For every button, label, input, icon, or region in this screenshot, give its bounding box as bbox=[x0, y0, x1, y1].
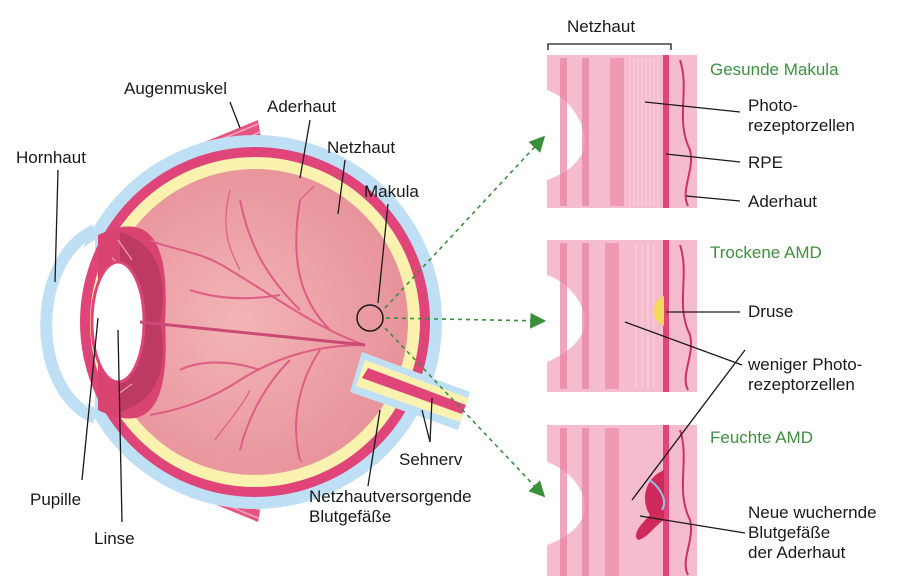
label-blutgefaesse: Netzhautversorgende Blutgefäße bbox=[309, 487, 472, 527]
label-new-vessels-line2: Blutgefäße bbox=[748, 523, 877, 543]
label-aderhaut: Aderhaut bbox=[267, 97, 336, 117]
label-fewer-photoreceptors: weniger Photo- rezeptorzellen bbox=[748, 355, 862, 395]
label-hornhaut: Hornhaut bbox=[16, 148, 86, 168]
panel-dry bbox=[547, 240, 697, 392]
label-new-vessels-line1: Neue wuchernde bbox=[748, 503, 877, 523]
label-panel-header: Netzhaut bbox=[567, 17, 635, 37]
label-makula: Makula bbox=[364, 182, 419, 202]
lens bbox=[92, 262, 144, 382]
label-blutgefaesse-line1: Netzhautversorgende bbox=[309, 487, 472, 507]
retina-bracket bbox=[548, 44, 671, 50]
label-new-vessels-line3: der Aderhaut bbox=[748, 543, 877, 563]
panel-title-healthy: Gesunde Makula bbox=[710, 60, 839, 80]
label-rpe: RPE bbox=[748, 153, 783, 173]
label-blutgefaesse-line2: Blutgefäße bbox=[309, 507, 472, 527]
panel-title-dry: Trockene AMD bbox=[710, 243, 822, 263]
label-aderhaut-panel: Aderhaut bbox=[748, 192, 817, 212]
label-pupille: Pupille bbox=[30, 490, 81, 510]
label-fewer-line2: rezeptorzellen bbox=[748, 375, 862, 395]
panel-wet bbox=[547, 425, 697, 576]
label-new-vessels: Neue wuchernde Blutgefäße der Aderhaut bbox=[748, 503, 877, 563]
label-druse: Druse bbox=[748, 302, 793, 322]
label-linse: Linse bbox=[94, 529, 135, 549]
label-photoreceptors-line1: Photo- bbox=[748, 96, 855, 116]
label-augenmuskel: Augenmuskel bbox=[124, 79, 227, 99]
panel-title-wet: Feuchte AMD bbox=[710, 428, 813, 448]
label-photoreceptors: Photo- rezeptorzellen bbox=[748, 96, 855, 136]
panel-healthy bbox=[547, 55, 697, 208]
label-fewer-line1: weniger Photo- bbox=[748, 355, 862, 375]
label-photoreceptors-line2: rezeptorzellen bbox=[748, 116, 855, 136]
label-sehnerv: Sehnerv bbox=[399, 450, 462, 470]
label-netzhaut: Netzhaut bbox=[327, 138, 395, 158]
